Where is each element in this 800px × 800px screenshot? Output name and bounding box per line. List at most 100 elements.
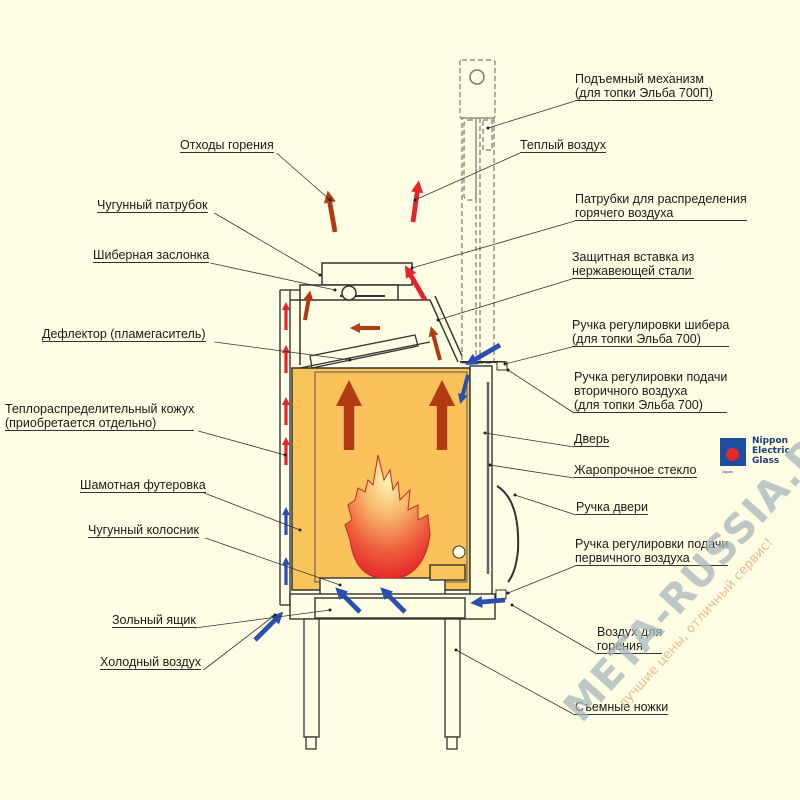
label-line: Отходы горения bbox=[180, 138, 274, 153]
pulley-icon bbox=[469, 69, 485, 85]
leader-dot bbox=[513, 493, 517, 497]
nec-logo-mark bbox=[720, 438, 746, 466]
lift-mechanism-drawing bbox=[459, 59, 496, 364]
leader-steel-insert bbox=[437, 278, 573, 321]
leader-dot bbox=[510, 603, 514, 607]
leader-primary-air-handle bbox=[507, 565, 576, 594]
leader-lift-mechanism bbox=[487, 100, 576, 129]
secondary-air-knob bbox=[496, 361, 508, 371]
label-line: горячего воздуха bbox=[575, 206, 747, 221]
leader-dot bbox=[283, 453, 287, 457]
label-heat-casing: Теплораспределительный кожух(приобретает… bbox=[5, 402, 195, 431]
label-line: (для топки Эльба 700) bbox=[572, 332, 730, 347]
label-damper: Шиберная заслонка bbox=[93, 248, 210, 263]
hot-air-arrow-icon bbox=[282, 302, 290, 330]
label-line: Жаропрочное стекло bbox=[574, 463, 697, 478]
label-line: Съемные ножки bbox=[575, 700, 669, 715]
leader-warm-air bbox=[414, 152, 521, 201]
label-grate: Чугунный колосник bbox=[88, 523, 199, 538]
leader-door bbox=[484, 432, 575, 448]
leader-secondary-air-handle bbox=[507, 369, 575, 414]
leader-dot bbox=[333, 288, 337, 292]
secondary-air-arrow-icon bbox=[457, 374, 470, 404]
hot-air-arrow-icon bbox=[282, 345, 290, 373]
damper-knob-icon bbox=[341, 285, 357, 301]
label-line: Ручка регулировки шибера bbox=[572, 318, 730, 332]
label-line: первичного воздуха bbox=[575, 551, 729, 566]
combustion-waste-arrow-icon bbox=[323, 190, 338, 233]
leader-dot bbox=[298, 528, 302, 532]
label-line: Патрубки для распределения bbox=[575, 192, 747, 206]
flue-gas-arrow-icon bbox=[429, 380, 455, 450]
label-line: Теплый воздух bbox=[520, 138, 606, 153]
warm-air-arrow-icon bbox=[410, 180, 424, 223]
air-valve-icon bbox=[452, 545, 466, 559]
leader-dot bbox=[436, 318, 440, 322]
label-deflector: Дефлектор (пламегаситель) bbox=[42, 327, 206, 342]
leader-fireclay-lining bbox=[204, 492, 301, 531]
leader-damper bbox=[210, 262, 336, 291]
label-warm-air: Теплый воздух bbox=[520, 138, 606, 153]
label-line: Холодный воздух bbox=[100, 655, 202, 670]
label-line: нержавеющей стали bbox=[572, 264, 695, 279]
leader-removable-legs bbox=[455, 649, 576, 716]
primary-air-arrow-icon bbox=[380, 587, 407, 614]
label-line: (приобретается отдельно) bbox=[5, 416, 195, 431]
leader-ash-box bbox=[194, 609, 331, 629]
leader-dot bbox=[410, 266, 414, 270]
leader-dot bbox=[318, 273, 322, 277]
leader-cold-air bbox=[203, 614, 276, 671]
label-line: Зольный ящик bbox=[112, 613, 196, 628]
cold-air-arrow-icon bbox=[282, 557, 290, 585]
cold-air-inlet-arrow-icon bbox=[253, 611, 284, 642]
leader-glass bbox=[489, 464, 575, 479]
smoke-arrow-icon bbox=[350, 323, 380, 333]
hot-air-arrow-icon bbox=[282, 397, 290, 425]
leader-hot-air-pipes bbox=[411, 220, 576, 269]
label-door: Дверь bbox=[574, 432, 610, 447]
label-glass: Жаропрочное стекло bbox=[574, 463, 697, 478]
leader-dot bbox=[328, 608, 332, 612]
nec-brand-text: Nippon Electric Glass bbox=[752, 436, 790, 466]
label-line: Теплораспределительный кожух bbox=[5, 402, 195, 416]
flame bbox=[344, 454, 431, 579]
label-combustion-waste: Отходы горения bbox=[180, 138, 274, 153]
leader-dot bbox=[506, 591, 510, 595]
label-fireclay-lining: Шамотная футеровка bbox=[80, 478, 206, 493]
label-line: горения bbox=[597, 639, 663, 654]
leader-deflector bbox=[214, 341, 351, 361]
leader-dot bbox=[503, 362, 507, 366]
label-ash-box: Зольный ящик bbox=[112, 613, 196, 628]
legs-drawing bbox=[303, 618, 461, 750]
leader-dot bbox=[486, 126, 490, 130]
hot-air-arrow-icon bbox=[282, 437, 290, 465]
label-line: Дефлектор (пламегаситель) bbox=[42, 327, 206, 342]
leader-dot bbox=[413, 198, 417, 202]
label-cast-iron-pipe: Чугунный патрубок bbox=[97, 198, 208, 213]
label-lift-mechanism: Подъемный механизм(для топки Эльба 700П) bbox=[575, 72, 713, 101]
label-line: Шамотная футеровка bbox=[80, 478, 206, 493]
flue-gas-arrow-icon bbox=[336, 380, 362, 450]
label-line: Ручка двери bbox=[576, 500, 648, 515]
label-removable-legs: Съемные ножки bbox=[575, 700, 669, 715]
combustion-air-arrow-icon bbox=[470, 596, 506, 608]
leader-dot bbox=[328, 198, 332, 202]
leader-damper-handle bbox=[504, 346, 573, 365]
leader-dot bbox=[273, 613, 277, 617]
leader-combustion-air bbox=[511, 604, 598, 655]
red-dot-icon bbox=[726, 448, 739, 461]
leader-lines bbox=[194, 100, 598, 716]
label-line: Чугунный колосник bbox=[88, 523, 199, 538]
nippon-electric-glass-logo: Nippon Electric Glass Japan bbox=[718, 436, 798, 476]
smoke-arrow-icon bbox=[303, 290, 314, 321]
label-line: Чугунный патрубок bbox=[97, 198, 208, 213]
leader-dot bbox=[348, 358, 352, 362]
smoke-arrow-icon bbox=[428, 326, 442, 361]
